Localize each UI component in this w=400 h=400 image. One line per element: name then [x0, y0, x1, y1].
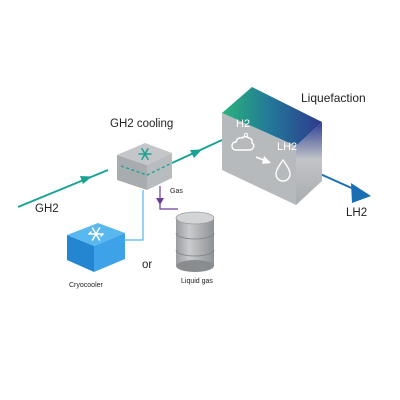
- droplet-icon: [275, 158, 291, 182]
- bubble-icon: [243, 132, 249, 138]
- gas-arrow-icon: [156, 198, 164, 205]
- lh2-outlet-label: LH2: [346, 207, 368, 219]
- arrow-right-icon: [255, 156, 271, 164]
- gh2-cooling-box: [117, 143, 172, 190]
- flow-arrow-icon: [80, 176, 92, 184]
- liquid-gas-label: Liquid gas: [181, 278, 213, 285]
- h2-vapor-label: H2: [236, 118, 251, 130]
- gas-label: Gas: [170, 188, 183, 195]
- cooled-gas-flow: [171, 139, 223, 164]
- flow-arrow-icon: [190, 149, 202, 158]
- flow-arrow-icon: [351, 183, 371, 203]
- gh2-inlet-flow: [17, 169, 109, 208]
- coolant-line: [125, 190, 144, 241]
- cryocooler-label: Cryocooler: [69, 282, 103, 289]
- snowflake-icon: [138, 148, 152, 160]
- liquefaction-box: [222, 87, 322, 205]
- snowflake-icon: [88, 227, 104, 241]
- lh2-inbox-label: LH2: [277, 141, 298, 153]
- gh2-inlet-label: GH2: [35, 203, 59, 215]
- liquefaction-label: Liquefaction: [301, 91, 366, 105]
- cooling-path: [120, 163, 171, 176]
- or-label: or: [142, 259, 153, 271]
- gh2-cooling-label: GH2 cooling: [110, 118, 174, 130]
- liquid-gas-tank: [175, 211, 215, 272]
- cryocooler-box: [67, 223, 125, 272]
- gas-return-line: [159, 186, 178, 210]
